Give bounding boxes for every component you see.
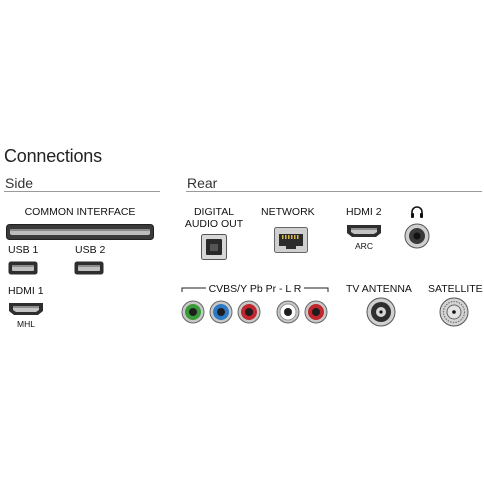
usb1-port <box>8 261 38 275</box>
hdmi2-port <box>346 224 382 238</box>
page-title: Connections <box>4 146 102 166</box>
usb1-label: USB 1 <box>8 244 39 256</box>
rca-blue-jack <box>209 300 233 324</box>
hdmi2-sub-label: ARC <box>355 241 373 251</box>
hdmi1-label: HDMI 1 <box>8 285 44 297</box>
common-interface-slot <box>6 224 154 240</box>
rca-white-jack <box>276 300 300 324</box>
rca-red-jack-1 <box>237 300 261 324</box>
hdmi2-label: HDMI 2 <box>346 206 382 218</box>
side-divider <box>4 191 160 192</box>
satellite-port <box>439 297 469 327</box>
cvbs-bracket <box>181 283 329 293</box>
rca-green-jack <box>181 300 205 324</box>
hdmi1-sub-label: MHL <box>17 319 35 329</box>
headphone-icon <box>409 204 425 220</box>
satellite-label: SATELLITE <box>428 283 483 295</box>
usb2-label: USB 2 <box>75 244 106 256</box>
rear-divider <box>186 191 482 192</box>
side-heading: Side <box>5 175 34 191</box>
optical-audio-port <box>201 234 227 260</box>
tv-antenna-label: TV ANTENNA <box>346 283 412 295</box>
usb2-port <box>74 261 104 275</box>
hdmi1-port <box>8 302 44 316</box>
digital-audio-out-label-line2: AUDIO OUT <box>184 218 244 230</box>
ethernet-port <box>274 227 308 253</box>
tv-antenna-port <box>366 297 396 327</box>
rear-heading: Rear <box>187 175 218 191</box>
common-interface-label: COMMON INTERFACE <box>24 206 136 218</box>
digital-audio-out-label: DIGITAL AUDIO OUT <box>178 206 250 230</box>
cvbs-label: CVBS/Y Pb Pr - L R <box>208 283 302 295</box>
headphone-jack <box>404 223 430 249</box>
rca-red-jack-2 <box>304 300 328 324</box>
digital-audio-out-label-line1: DIGITAL <box>193 206 235 218</box>
network-label: NETWORK <box>261 206 315 218</box>
